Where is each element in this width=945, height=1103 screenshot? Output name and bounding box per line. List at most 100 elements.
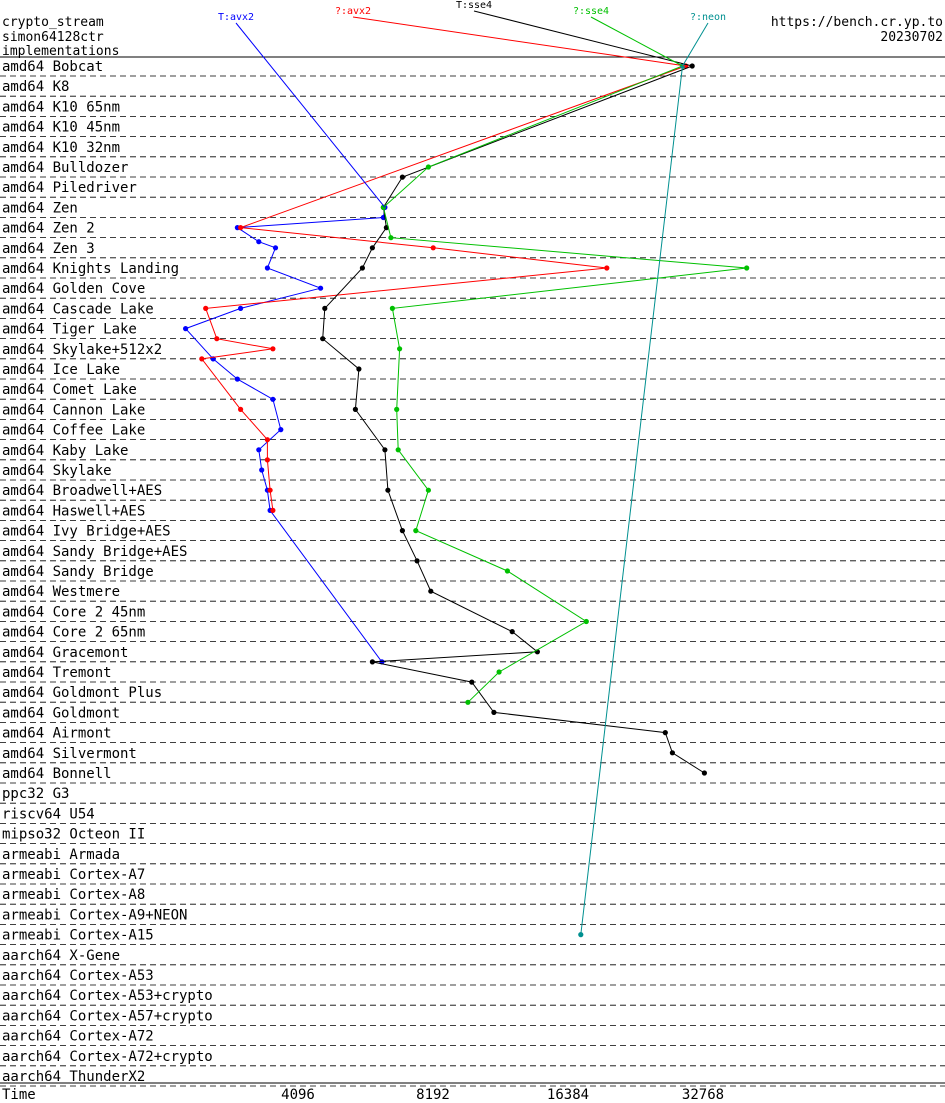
row-label-armeabi-cortex-a7: armeabi Cortex-A7 bbox=[2, 867, 145, 883]
row-label-amd64-skylake-512x2: amd64 Skylake+512x2 bbox=[2, 342, 162, 358]
data-point bbox=[318, 285, 324, 291]
row-label-amd64-bobcat: amd64 Bobcat bbox=[2, 59, 103, 75]
row-label-amd64-cannon-lake: amd64 Cannon Lake bbox=[2, 402, 145, 418]
row-label-aarch64-cortex-a53: aarch64 Cortex-A53 bbox=[2, 968, 154, 984]
row-label-amd64-golden-cove: amd64 Golden Cove bbox=[2, 281, 145, 297]
data-point bbox=[744, 265, 750, 271]
data-point bbox=[389, 305, 395, 311]
data-point bbox=[399, 174, 405, 180]
x-tick-label: 4096 bbox=[281, 1087, 315, 1103]
data-point bbox=[272, 245, 279, 251]
row-label-amd64-haswell-aes: amd64 Haswell+AES bbox=[2, 503, 145, 519]
data-point bbox=[385, 487, 391, 493]
row-label-armeabi-armada: armeabi Armada bbox=[2, 847, 120, 863]
series-line-t-avx2 bbox=[184, 207, 386, 663]
data-point bbox=[356, 366, 362, 372]
data-point bbox=[369, 245, 375, 251]
data-point bbox=[509, 629, 515, 635]
row-label-riscv64-u54: riscv64 U54 bbox=[2, 806, 95, 822]
row-label-armeabi-cortex-a15: armeabi Cortex-A15 bbox=[2, 928, 154, 944]
data-point bbox=[425, 164, 431, 170]
data-point bbox=[238, 406, 244, 412]
row-label-amd64-westmere: amd64 Westmere bbox=[2, 584, 120, 600]
header-url: https://bench.cr.yp.to bbox=[771, 15, 943, 30]
row-label-amd64-piledriver: amd64 Piledriver bbox=[2, 180, 137, 196]
data-point bbox=[430, 245, 436, 251]
row-label-amd64-k8: amd64 K8 bbox=[2, 79, 69, 95]
legend-connector-avx2 bbox=[352, 16, 686, 67]
legend-label-t-sse4: T:sse4 bbox=[456, 0, 492, 11]
row-label-amd64-sandy-bridge: amd64 Sandy Bridge bbox=[2, 564, 154, 580]
row-label-mipso32-octeon-ii: mipso32 Octeon II bbox=[2, 827, 145, 843]
data-point bbox=[399, 528, 405, 534]
row-label-amd64-zen-2: amd64 Zen 2 bbox=[2, 221, 95, 237]
row-label-amd64-gracemont: amd64 Gracemont bbox=[2, 645, 128, 661]
data-point bbox=[203, 305, 209, 311]
row-label-amd64-cascade-lake: amd64 Cascade Lake bbox=[2, 301, 154, 317]
header-line-3: implementations bbox=[2, 44, 119, 59]
row-label-amd64-k10-32nm: amd64 K10 32nm bbox=[2, 140, 120, 156]
row-label-aarch64-cortex-a72: aarch64 Cortex-A72 bbox=[2, 1029, 154, 1045]
row-label-amd64-knights-landing: amd64 Knights Landing bbox=[2, 261, 179, 277]
data-point bbox=[238, 305, 244, 311]
row-label-amd64-silvermont: amd64 Silvermont bbox=[2, 746, 137, 762]
data-point bbox=[267, 487, 273, 493]
row-label-amd64-zen: amd64 Zen bbox=[2, 200, 78, 216]
data-point bbox=[662, 730, 668, 736]
data-point bbox=[689, 63, 695, 69]
data-point bbox=[256, 447, 262, 453]
row-label-amd64-k10-65nm: amd64 K10 65nm bbox=[2, 99, 120, 115]
data-point bbox=[259, 467, 265, 473]
data-point bbox=[604, 265, 610, 271]
row-label-aarch64-thunderx2: aarch64 ThunderX2 bbox=[2, 1069, 145, 1085]
data-point bbox=[414, 558, 420, 564]
header-date: 20230702 bbox=[880, 30, 943, 45]
series-line-avx2 bbox=[200, 65, 686, 511]
x-tick-label: 32768 bbox=[682, 1087, 724, 1103]
row-label-amd64-core-2-45nm: amd64 Core 2 45nm bbox=[2, 604, 145, 620]
row-label-amd64-coffee-lake: amd64 Coffee Lake bbox=[2, 423, 145, 439]
row-label-amd64-airmont: amd64 Airmont bbox=[2, 726, 112, 742]
data-point bbox=[428, 588, 434, 594]
data-point bbox=[394, 406, 400, 412]
data-point bbox=[425, 487, 431, 493]
data-point bbox=[214, 336, 220, 342]
series-sse4 bbox=[380, 63, 750, 705]
row-label-amd64-kaby-lake: amd64 Kaby Lake bbox=[2, 443, 128, 459]
data-point bbox=[270, 346, 276, 352]
data-point bbox=[369, 659, 375, 665]
row-label-amd64-ice-lake: amd64 Ice Lake bbox=[2, 362, 120, 378]
x-axis-title: Time bbox=[2, 1087, 36, 1103]
data-point bbox=[322, 305, 328, 311]
data-point bbox=[413, 528, 419, 534]
series-line-sse4 bbox=[382, 65, 747, 703]
row-label-amd64-broadwell-aes: amd64 Broadwell+AES bbox=[2, 483, 162, 499]
row-label-armeabi-cortex-a8: armeabi Cortex-A8 bbox=[2, 887, 145, 903]
data-point bbox=[352, 406, 358, 412]
data-point bbox=[183, 326, 189, 332]
data-point bbox=[238, 225, 244, 231]
data-point bbox=[320, 336, 326, 342]
data-point bbox=[469, 679, 475, 685]
data-point bbox=[234, 376, 240, 382]
legend-label-t-avx2: T:avx2 bbox=[218, 12, 254, 23]
row-label-ppc32-g3: ppc32 G3 bbox=[2, 786, 69, 802]
row-label-amd64-ivy-bridge-aes: amd64 Ivy Bridge+AES bbox=[2, 524, 171, 540]
data-point bbox=[491, 709, 497, 716]
row-label-amd64-bonnell: amd64 Bonnell bbox=[2, 766, 112, 782]
row-label-armeabi-cortex-a9-neon: armeabi Cortex-A9+NEON bbox=[2, 907, 187, 923]
row-label-aarch64-cortex-a57-crypto: aarch64 Cortex-A57+crypto bbox=[2, 1008, 213, 1024]
legend-label-avx2: ?:avx2 bbox=[335, 6, 371, 17]
legend-label-neon: ?:neon bbox=[690, 12, 726, 23]
row-label-amd64-sandy-bridge-aes: amd64 Sandy Bridge+AES bbox=[2, 544, 187, 560]
data-point bbox=[270, 396, 276, 402]
data-point bbox=[388, 235, 394, 241]
row-label-aarch64-cortex-a53-crypto: aarch64 Cortex-A53+crypto bbox=[2, 988, 213, 1004]
row-label-amd64-goldmont: amd64 Goldmont bbox=[2, 705, 120, 721]
data-point bbox=[395, 447, 401, 453]
data-point bbox=[465, 699, 471, 705]
series-line-neon bbox=[580, 65, 683, 935]
